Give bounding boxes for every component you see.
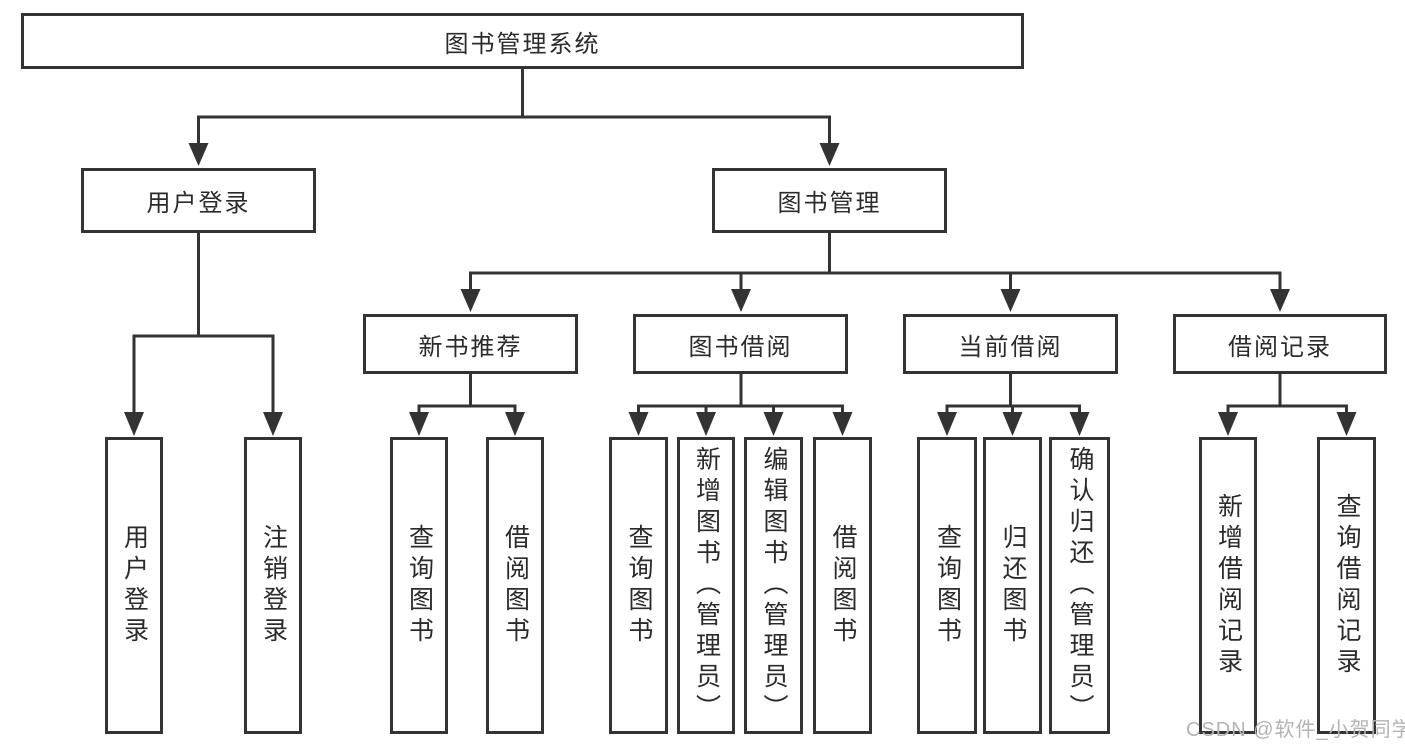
leaf-newbook-borrow-books: 借阅图书 [486, 437, 544, 734]
node-label: 编辑图书（管理员） [760, 446, 788, 725]
leaf-borrowing-borrow-books: 借阅图书 [813, 437, 872, 734]
node-label: 归还图书 [999, 523, 1027, 648]
node-label: 注销登录 [259, 523, 288, 648]
node-label: 查询图书 [933, 523, 962, 648]
node-new-book-recommend: 新书推荐 [363, 314, 578, 374]
leaf-records-query-record: 查询借阅记录 [1317, 437, 1376, 734]
leaf-current-query-books: 查询图书 [917, 437, 977, 734]
node-borrowing-records: 借阅记录 [1173, 314, 1387, 374]
node-label: 查询图书 [405, 523, 434, 648]
node-label: 借阅图书 [501, 523, 530, 648]
leaf-records-add-record: 新增借阅记录 [1199, 437, 1257, 734]
leaf-borrowing-add-book-admin: 新增图书（管理员） [677, 437, 735, 734]
leaf-borrowing-query-books: 查询图书 [609, 437, 668, 734]
leaf-borrowing-edit-book-admin: 编辑图书（管理员） [744, 437, 803, 734]
node-label: 用户登录 [120, 523, 149, 648]
node-book-management: 图书管理 [712, 168, 947, 233]
leaf-logout: 注销登录 [244, 437, 302, 734]
node-label: 当前借阅 [958, 333, 1063, 361]
node-book-borrowing: 图书借阅 [633, 314, 848, 374]
leaf-current-return-books: 归还图书 [983, 437, 1042, 734]
arrowheads [124, 143, 1357, 436]
node-label: 确认归还（管理员） [1066, 446, 1094, 725]
node-label: 新增借阅记录 [1214, 492, 1243, 679]
leaf-newbook-query-books: 查询图书 [390, 437, 448, 734]
node-label: 借阅图书 [829, 523, 857, 648]
node-label: 图书管理系统 [444, 30, 601, 58]
csdn-watermark: CSDN @软件_小贺同学 [1186, 719, 1405, 741]
node-label: 查询图书 [625, 523, 653, 648]
leaf-current-confirm-return-admin: 确认归还（管理员） [1049, 437, 1110, 734]
node-label: 查询借阅记录 [1333, 492, 1361, 679]
node-user-login: 用户登录 [81, 168, 316, 233]
leaf-user-login: 用户登录 [105, 437, 163, 734]
node-label: 借阅记录 [1228, 333, 1332, 361]
node-label: 用户登录 [146, 190, 251, 217]
node-current-borrowing: 当前借阅 [903, 314, 1118, 374]
node-library-system: 图书管理系统 [21, 13, 1024, 69]
node-label: 新书推荐 [418, 333, 523, 361]
node-label: 新增图书（管理员） [692, 446, 721, 725]
node-label: 图书管理 [777, 190, 882, 217]
node-label: 图书借阅 [688, 333, 793, 361]
